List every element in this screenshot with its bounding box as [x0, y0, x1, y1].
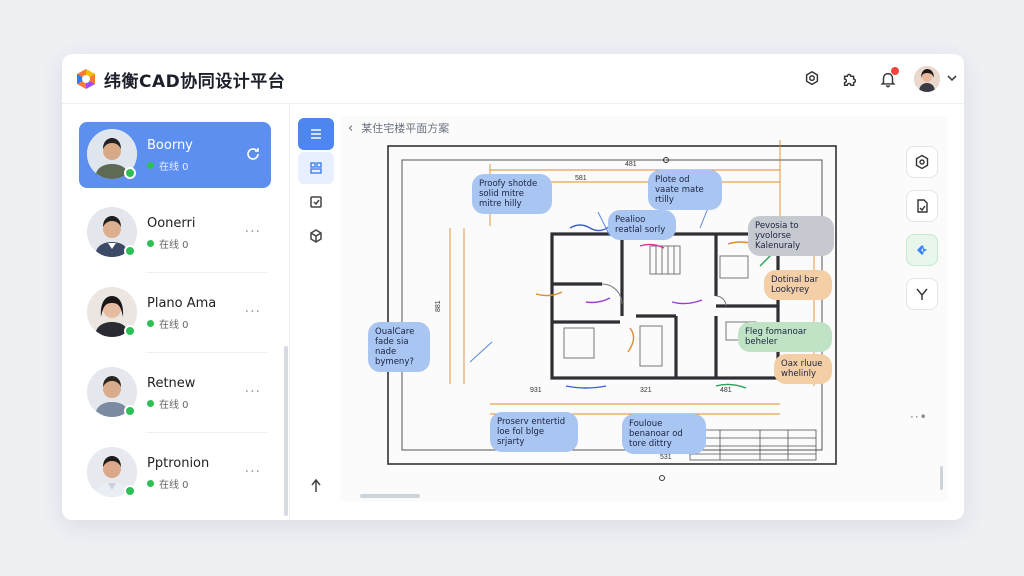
contact-item[interactable]: Oonerri 在线 0 ··· [79, 200, 271, 266]
comment-bubble[interactable]: Proserv entertid loe fol blge srjarty [490, 412, 578, 452]
dimension-label: 481 [625, 161, 637, 168]
document-icon[interactable] [906, 190, 938, 222]
notification-dot [891, 67, 899, 75]
more-options-icon[interactable]: ··· [244, 224, 261, 240]
top-bar: 纬衡CAD协同设计平台 [62, 54, 964, 104]
plugin-icon[interactable] [838, 67, 862, 91]
pin-icon[interactable] [298, 470, 334, 502]
contact-name: Oonerri [147, 216, 196, 231]
online-indicator [124, 167, 136, 179]
collaborator-list: Boorny 在线 0 Oonerri 在线 0 ··· Plano Ama 在… [62, 104, 290, 520]
contact-item[interactable]: Plano Ama 在线 0 ··· [79, 280, 271, 346]
sync-icon[interactable] [245, 146, 261, 162]
cube-button[interactable] [298, 220, 334, 252]
sidebar-scrollbar[interactable] [284, 346, 288, 516]
contact-name: Boorny [147, 138, 193, 153]
user-avatar[interactable] [914, 66, 940, 92]
avatar [87, 367, 137, 417]
online-indicator [124, 405, 136, 417]
chevron-down-icon[interactable] [946, 72, 958, 84]
contact-status: 在线 0 [147, 158, 189, 173]
contact-status: 在线 0 [147, 316, 189, 331]
online-indicator [124, 325, 136, 337]
comment-bubble[interactable]: Plote od vaate mate rtilly [648, 170, 722, 210]
divider [147, 432, 267, 433]
settings-icon[interactable] [906, 146, 938, 178]
list-view-button[interactable] [298, 118, 334, 150]
divider [147, 272, 267, 273]
dimension-label: 481 [720, 387, 732, 394]
dimension-label: 931 [530, 387, 542, 394]
contact-name: Retnew [147, 376, 196, 391]
app-title: 纬衡CAD协同设计平台 [104, 72, 286, 92]
app-window: 纬衡CAD协同设计平台 Boorny 在线 0 [62, 54, 964, 520]
online-indicator [124, 245, 136, 257]
app-logo [77, 69, 95, 89]
floor-plan-drawing: 481 581 621 931 321 481 921 531 881 [387, 140, 837, 481]
dimension-label: 881 [435, 300, 442, 312]
avatar [87, 129, 137, 179]
comment-bubble[interactable]: Dotinal bar Lookyrey [764, 270, 832, 300]
more-options-icon[interactable]: ··· [244, 304, 261, 320]
comment-bubble[interactable]: Fouloue benanoar od tore dittry [622, 414, 706, 454]
divider [147, 352, 267, 353]
more-options-icon[interactable]: ··· [244, 384, 261, 400]
tool-rail [298, 116, 334, 502]
horizontal-scrollbar[interactable] [360, 494, 420, 498]
check-task-button[interactable] [298, 186, 334, 218]
contact-item[interactable]: Boorny 在线 0 [79, 122, 271, 188]
collaboration-icon[interactable] [906, 234, 938, 266]
contact-name: Plano Ama [147, 296, 217, 311]
online-indicator [124, 485, 136, 497]
more-options-icon[interactable]: ··· [244, 464, 261, 480]
comment-bubble[interactable]: Oax rluue whelinly [774, 354, 832, 384]
layers-button[interactable] [298, 152, 334, 184]
contact-item[interactable]: Pptronion 在线 0 ··· [79, 440, 271, 506]
avatar [87, 447, 137, 497]
contact-item[interactable]: Retnew 在线 0 ··· [79, 360, 271, 426]
vertical-scrollbar[interactable] [940, 466, 943, 490]
comment-bubble[interactable]: Pevosia to yvolorse Kalenuraly [748, 216, 834, 256]
dimension-label: 321 [640, 387, 652, 394]
contact-status: 在线 0 [147, 476, 189, 491]
dimension-label: 581 [575, 175, 587, 182]
comment-bubble[interactable]: Fleg fomanoar beheler [738, 322, 832, 352]
contact-status: 在线 0 [147, 396, 189, 411]
comment-bubble[interactable]: Pealioo reatlal sorly [608, 210, 676, 240]
breadcrumb: ‹ 某住宅楼平面方案 [348, 120, 450, 136]
settings-icon[interactable] [800, 67, 824, 91]
bell-icon[interactable] [876, 67, 900, 91]
more-tools-icon[interactable]: ··• [910, 410, 928, 424]
comment-bubble[interactable]: Proofy shotde solid mitre mitre hilly [472, 174, 552, 214]
dimension-label: 531 [660, 454, 672, 461]
comment-bubble[interactable]: OualCare fade sia nade bymeny? [368, 322, 430, 372]
contact-status: 在线 0 [147, 236, 189, 251]
back-arrow-icon[interactable]: ‹ [348, 120, 354, 136]
filter-icon[interactable] [906, 278, 938, 310]
drawing-canvas[interactable]: ‹ 某住宅楼平面方案 [340, 116, 948, 502]
contact-name: Pptronion [147, 456, 210, 471]
